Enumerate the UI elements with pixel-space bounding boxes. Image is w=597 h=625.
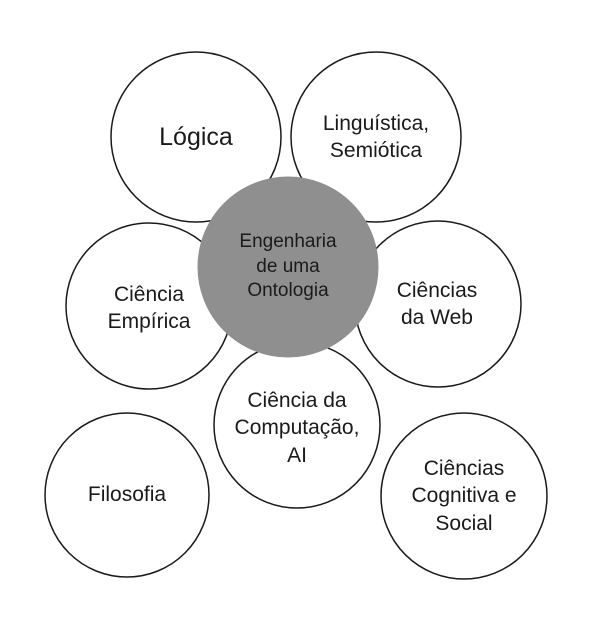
- label-computacao-line-1: Ciência da: [247, 389, 347, 413]
- label-ciencia-empirica: Ciência Empírica: [84, 268, 214, 348]
- label-ciencias-web: Ciências da Web: [372, 264, 502, 344]
- label-computacao-line-3: AI: [287, 443, 307, 467]
- label-center-line-2: de uma: [256, 255, 320, 277]
- label-cognitiva-line-1: Ciências: [423, 457, 505, 481]
- circle-filosofia: [44, 412, 210, 578]
- label-ciencias-web-line-1: Ciências: [396, 278, 478, 302]
- circle-cognitiva: [380, 412, 548, 580]
- label-ciencia-empirica-line-1: Ciência: [113, 282, 185, 306]
- circle-linguistica: [290, 51, 462, 223]
- label-cognitiva-line-3: Social: [435, 511, 493, 535]
- label-linguistica-line-1: Linguística,: [322, 111, 430, 135]
- label-computacao: Ciência da Computação, AI: [222, 378, 372, 478]
- label-cognitiva-line-2: Cognitiva e: [411, 484, 517, 508]
- label-ciencia-empirica-line-2: Empírica: [107, 310, 191, 333]
- label-center: Engenharia de uma Ontologia: [213, 222, 363, 312]
- label-linguistica: Linguística, Semiótica: [301, 97, 451, 177]
- label-computacao-line-2: Computação,: [234, 416, 360, 440]
- label-logica-line: Lógica: [159, 122, 233, 151]
- label-linguistica-line-2: Semiótica: [329, 139, 423, 162]
- circle-logica: [110, 51, 282, 223]
- label-filosofia: Filosofia: [62, 475, 192, 515]
- label-logica: Lógica: [126, 97, 266, 177]
- label-center-line-1: Engenharia: [239, 230, 337, 252]
- label-cognitiva: Ciências Cognitiva e Social: [394, 446, 534, 546]
- label-center-line-3: Ontologia: [247, 280, 329, 302]
- label-filosofia-line: Filosofia: [87, 483, 167, 507]
- label-ciencias-web-line-2: da Web: [400, 306, 473, 329]
- circle-center: [197, 176, 379, 358]
